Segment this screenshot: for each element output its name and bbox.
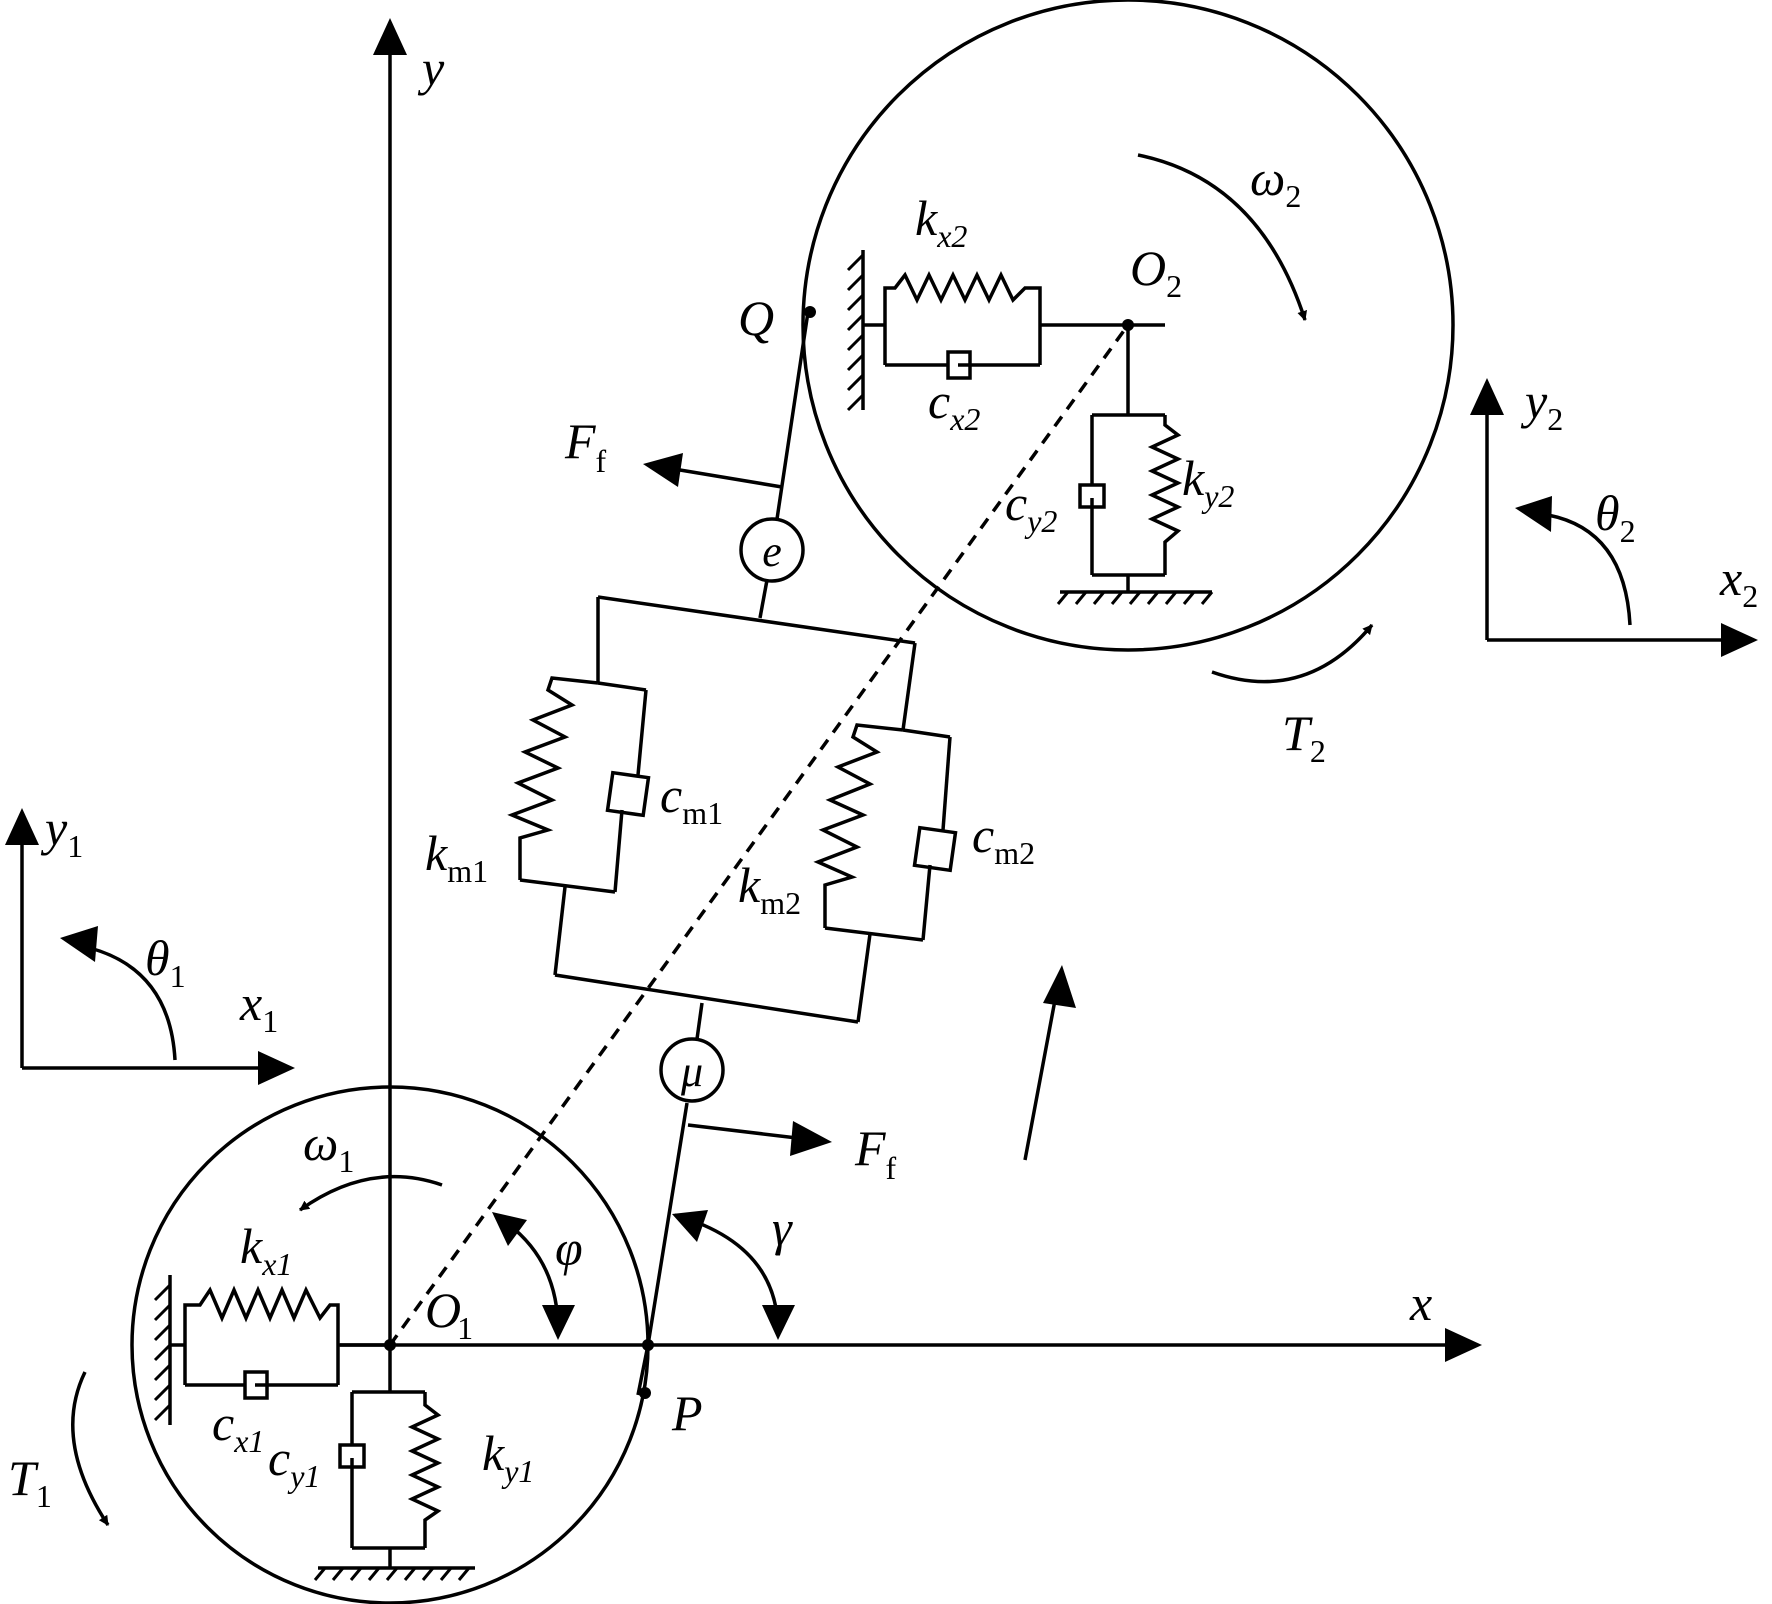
friction-force-bottom-arrow [687,1121,832,1156]
cx2-label: cx2 [928,373,980,437]
o2-label: O2 [1130,240,1182,304]
gamma-arrowhead-top [672,1210,708,1242]
mu-friction-node [659,1037,725,1103]
t2-label: T2 [1282,705,1326,769]
t2-torque-arrow [1211,623,1374,684]
omega1-arrow [298,1174,443,1212]
gamma-arrowhead-bottom [762,1305,795,1340]
omega1-label: ω1 [303,1115,354,1179]
main-x-axis [340,1328,1482,1362]
friction-force-top-label: Ff [564,413,607,479]
point-q-label: Q [738,290,774,346]
gear-1-x-support [153,1275,390,1425]
km1-label: km1 [425,825,488,889]
kx2-label: kx2 [915,190,967,254]
friction-force-bottom-label: Ff [854,1120,897,1186]
ky1-spring [407,1392,443,1548]
kx1-spring [183,1285,340,1345]
gear-2-x-support [846,250,1165,412]
kx2-spring [883,270,1042,325]
e-label: e [762,527,782,576]
phi-arrowhead-top [492,1212,527,1246]
friction-force-top-arrow [643,453,783,489]
km2-label: km2 [738,857,801,921]
gamma-label: γ [772,1200,793,1256]
direction-arrow [1023,965,1076,1161]
gear-2-y-support [1056,325,1214,605]
theta1-arc [89,946,177,1061]
cm2-damper [912,825,958,873]
cm2-label: cm2 [972,807,1035,871]
cm1-damper [605,770,651,818]
gear-2-circle [801,0,1455,652]
ky1-label: ky1 [482,1425,534,1489]
km1-spring [507,676,599,880]
gear-2-ground-hatch [1056,591,1214,605]
kx1-label: kx1 [240,1218,292,1282]
ky2-spring [1147,415,1183,575]
point-pitch-dot [642,1339,654,1351]
y2-label: y2 [1520,373,1563,437]
x1-label: x1 [239,975,278,1039]
x2-label: x2 [1719,550,1758,614]
point-q-dot [804,306,816,318]
x-axis-label: x [1409,1275,1432,1331]
theta1-label: θ1 [145,930,186,994]
phi-arrowhead-bottom [542,1305,575,1340]
y1-label: y1 [40,800,83,864]
point-p-dot [639,1387,651,1399]
t1-label: T1 [8,1450,52,1514]
o1-label: O1 [425,1282,473,1346]
phi-label: φ [555,1220,583,1276]
theta2-label: θ2 [1595,485,1636,549]
omega2-label: ω2 [1250,150,1301,214]
gear-1-ground-hatch [313,1567,471,1581]
frame-1-axes [5,808,295,1085]
mesh-stiffness-damping-frame [507,595,958,1024]
omega2-arrow [1137,153,1308,321]
point-p-label: P [671,1385,703,1441]
line-of-action [636,311,810,1396]
ky2-label: ky2 [1182,450,1234,514]
e-error-node [739,517,805,583]
frame-2-axes [1470,378,1758,657]
gear-2-wall-hatch [846,253,865,412]
gear-1-y-support [313,1345,475,1581]
cy2-label: cy2 [1005,475,1057,539]
cx1-label: cx1 [212,1395,264,1459]
t1-torque-arrow [71,1371,110,1526]
y-axis-label: y [417,40,445,96]
cm1-label: cm1 [660,767,723,831]
gear-1-wall-hatch [153,1283,172,1422]
mu-label: μ [680,1047,703,1096]
main-y-axis [373,18,407,1345]
cy1-label: cy1 [268,1430,320,1494]
km2-spring [813,723,904,928]
theta2-arc [1547,513,1632,626]
